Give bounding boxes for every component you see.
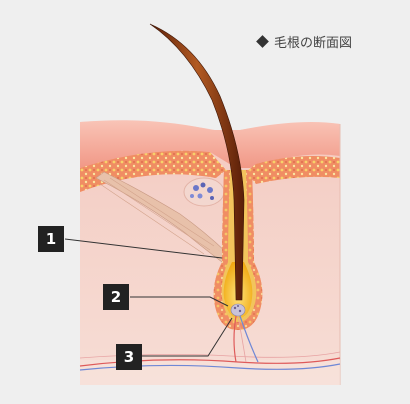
diagram-title: 毛根の断面図 — [256, 32, 353, 51]
diamond-bullet-icon — [256, 35, 269, 48]
leader-lines — [64, 238, 233, 357]
hair-shaft — [149, 23, 245, 301]
diagram-title-text: 毛根の断面図 — [274, 36, 353, 51]
callout-label-3: 3 — [116, 344, 142, 370]
callout-label-1: 1 — [38, 226, 64, 252]
dermal-papilla — [230, 303, 246, 317]
callout-label-2: 2 — [103, 284, 129, 310]
sebaceous-gland — [183, 177, 225, 207]
arrector-pili-muscle — [95, 171, 227, 263]
